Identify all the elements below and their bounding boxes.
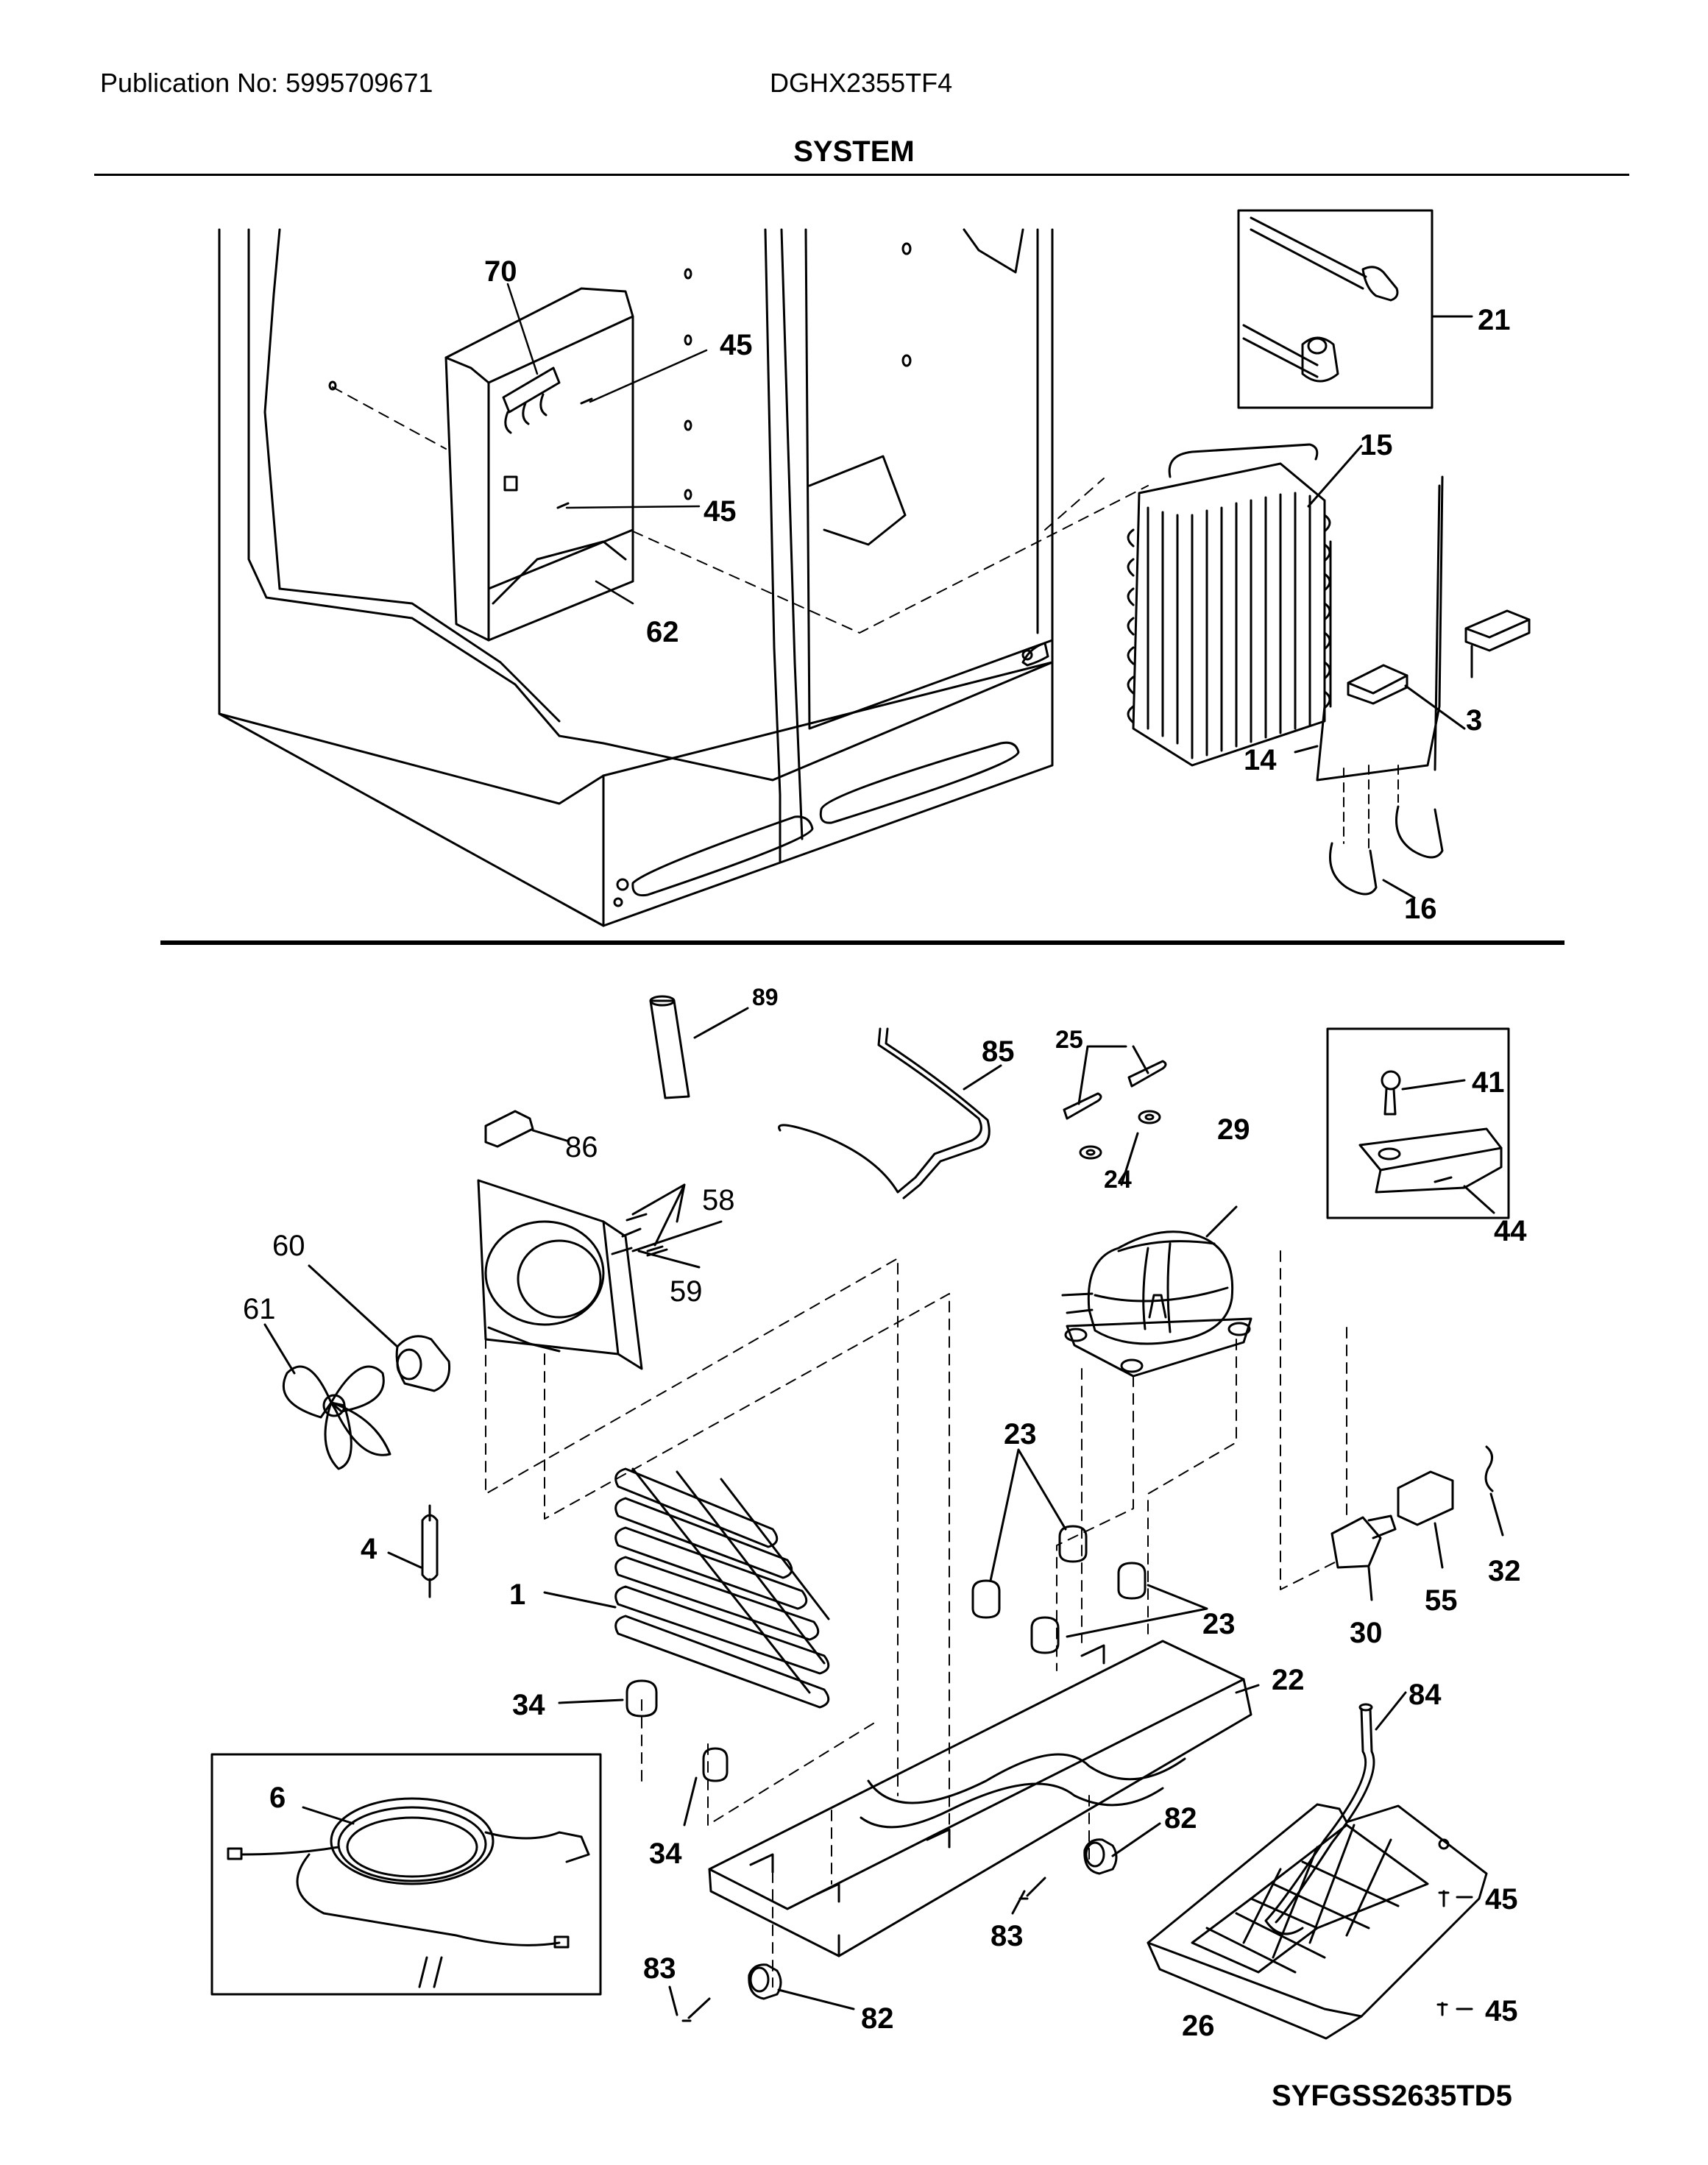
screws-45-83 (668, 1877, 1473, 2022)
fan-motor-60 (308, 1264, 451, 1392)
callout-82-right: 82 (1164, 1802, 1197, 1835)
callout-14: 14 (1244, 744, 1277, 776)
callout-41: 41 (1472, 1066, 1505, 1099)
header-rule (94, 174, 1629, 176)
callout-83-right: 83 (991, 1920, 1024, 1952)
inset-screw-bracket-41-44 (1326, 1027, 1510, 1219)
compressor-29 (1061, 1205, 1252, 1378)
retainer-clips-16 (1329, 765, 1444, 899)
grommets-25-24 (1063, 1045, 1167, 1186)
fan-shroud-59 (477, 1179, 723, 1370)
callout-23-upper: 23 (1004, 1418, 1037, 1450)
drain-tube-84 (1264, 1691, 1407, 1935)
fan-blade-61 (263, 1323, 391, 1470)
callout-16: 16 (1404, 893, 1437, 925)
callout-86: 86 (565, 1131, 598, 1163)
callout-84: 84 (1408, 1679, 1442, 1711)
leader-dashes-top (332, 386, 1149, 634)
drain-pan-26 (1147, 1803, 1488, 2040)
callout-82-left: 82 (861, 2002, 894, 2035)
inset-power-cord-6 (210, 1753, 602, 1996)
callout-labels: 70 45 45 62 21 15 14 3 16 89 85 25 24 29… (243, 255, 1527, 2042)
callout-89: 89 (752, 984, 779, 1010)
diagram-code: SYFGSS2635TD5 (1272, 2080, 1512, 2112)
callout-60: 60 (272, 1230, 305, 1262)
callout-32: 32 (1488, 1555, 1521, 1587)
callout-6: 6 (269, 1782, 286, 1814)
callout-4: 4 (361, 1533, 378, 1565)
tube-85 (778, 1027, 1002, 1200)
callout-45-pan-upper: 45 (1485, 1883, 1518, 1916)
callout-45-upper: 45 (720, 329, 753, 361)
callout-34-lower: 34 (649, 1838, 682, 1870)
cabinet-liner-drawing (218, 228, 1054, 927)
callout-21: 21 (1478, 304, 1511, 336)
model-number: DGHX2355TF4 (770, 68, 953, 98)
callout-34-left: 34 (512, 1689, 545, 1721)
callout-24: 24 (1104, 1166, 1132, 1194)
ice-container-62 (444, 287, 634, 642)
callout-29: 29 (1217, 1113, 1250, 1146)
condenser-1 (543, 1467, 830, 1709)
dampers-82 (748, 1822, 1161, 2010)
callout-85: 85 (982, 1035, 1015, 1068)
tube-89 (649, 995, 749, 1099)
callout-44: 44 (1494, 1215, 1527, 1247)
callout-30: 30 (1350, 1617, 1383, 1649)
callout-45-lower: 45 (704, 495, 737, 528)
section-title: SYSTEM (793, 135, 915, 168)
section-separator (160, 940, 1565, 945)
callout-83-left: 83 (643, 1952, 676, 1985)
callout-15: 15 (1360, 429, 1393, 461)
screws-58 (611, 1183, 686, 1257)
callout-3: 3 (1466, 704, 1482, 737)
callout-70: 70 (484, 255, 517, 288)
callout-59: 59 (670, 1275, 703, 1308)
base-pan-22 (708, 1640, 1260, 1957)
callout-1: 1 (509, 1578, 525, 1611)
grommets-23 (971, 1448, 1208, 1654)
callout-25: 25 (1055, 1026, 1083, 1054)
condenser-coil-15 (1127, 443, 1363, 767)
callout-26: 26 (1182, 2010, 1215, 2042)
drier-4 (387, 1504, 439, 1598)
clip-86 (484, 1110, 568, 1148)
publication-number: Publication No: 5995709671 (100, 68, 433, 98)
callout-23-lower: 23 (1202, 1608, 1236, 1640)
callout-22: 22 (1272, 1664, 1305, 1696)
callout-62: 62 (646, 616, 679, 648)
brackets-3 (1347, 609, 1531, 730)
drain-heater-14 (1294, 475, 1444, 782)
grommets-34 (558, 1679, 729, 1826)
leader-dashes-bottom (485, 1250, 1347, 1988)
callout-45-pan-lower: 45 (1485, 1995, 1518, 2027)
callout-58: 58 (702, 1184, 735, 1216)
callout-55: 55 (1425, 1584, 1458, 1617)
callout-61: 61 (243, 1293, 276, 1325)
inset-bracket-21 (1237, 209, 1473, 409)
relay-overload-30-55-32 (1330, 1445, 1504, 1601)
